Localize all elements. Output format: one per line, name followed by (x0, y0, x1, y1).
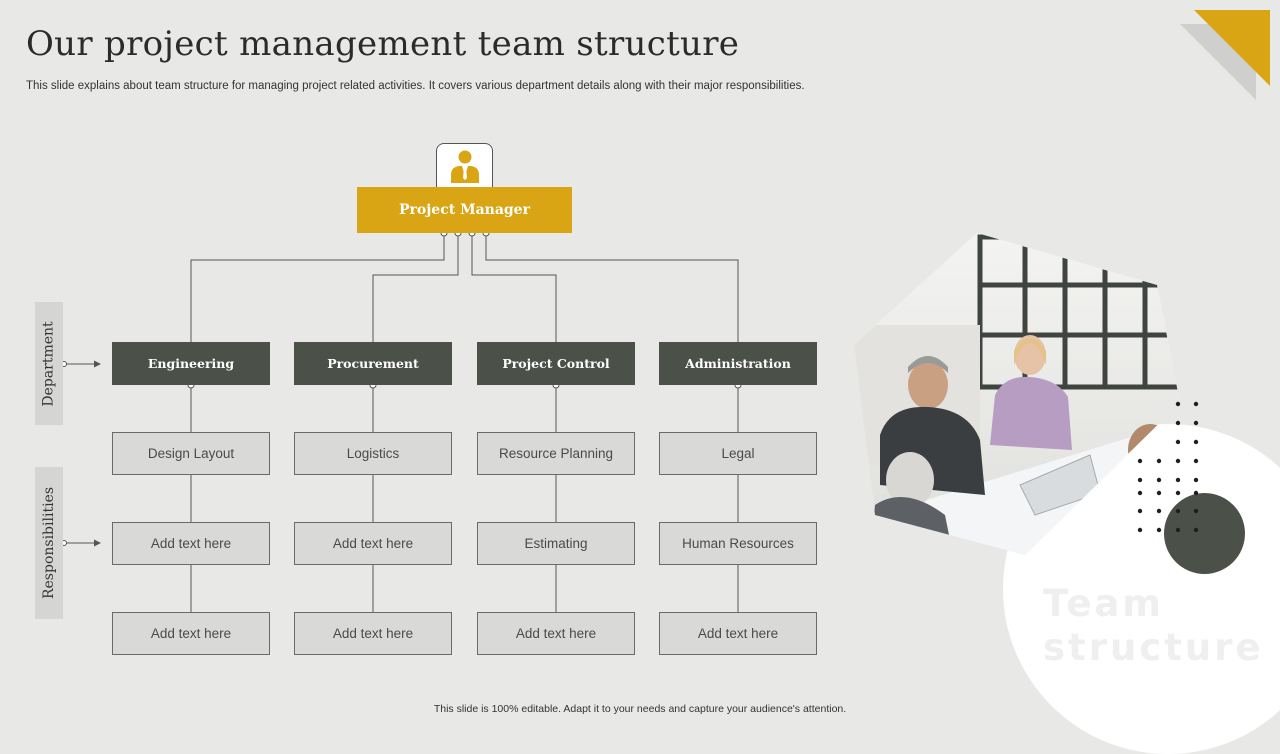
watermark-line-2: structure (1043, 626, 1264, 669)
decorative-dark-circle (1164, 493, 1245, 574)
corner-triangle-gold (1194, 10, 1270, 86)
project-manager-box: Project Manager (357, 187, 572, 233)
responsibility-box: Legal (659, 432, 817, 475)
slide-footer: This slide is 100% editable. Adapt it to… (433, 703, 847, 715)
responsibility-box: Estimating (477, 522, 635, 565)
responsibility-box: Add text here (294, 522, 452, 565)
responsibility-box: Add text here (112, 522, 270, 565)
responsibilities-side-label: Responsibilities (35, 467, 63, 619)
slide-title: Our project management team structure (26, 24, 740, 64)
decorative-dot-grid (1137, 401, 1199, 533)
responsibility-box: Design Layout (112, 432, 270, 475)
department-engineering: Engineering (112, 342, 270, 385)
team-structure-watermark: Team structure (1043, 582, 1264, 670)
responsibility-box: Human Resources (659, 522, 817, 565)
manager-icon-box (436, 143, 493, 188)
responsibilities-side-label-text: Responsibilities (41, 486, 57, 600)
responsibility-box: Add text here (294, 612, 452, 655)
connector-lines (61, 229, 742, 612)
businessman-icon (450, 150, 479, 183)
department-administration: Administration (659, 342, 817, 385)
watermark-line-1: Team (1043, 582, 1164, 625)
department-procurement: Procurement (294, 342, 452, 385)
department-side-label-text: Department (41, 320, 57, 407)
slide-subtitle: This slide explains about team structure… (26, 80, 805, 92)
responsibility-box: Add text here (477, 612, 635, 655)
responsibility-box: Add text here (112, 612, 270, 655)
department-project-control: Project Control (477, 342, 635, 385)
responsibility-box: Add text here (659, 612, 817, 655)
responsibility-box: Resource Planning (477, 432, 635, 475)
department-side-label: Department (35, 302, 63, 425)
responsibility-box: Logistics (294, 432, 452, 475)
team-meeting-photo (854, 233, 1180, 555)
